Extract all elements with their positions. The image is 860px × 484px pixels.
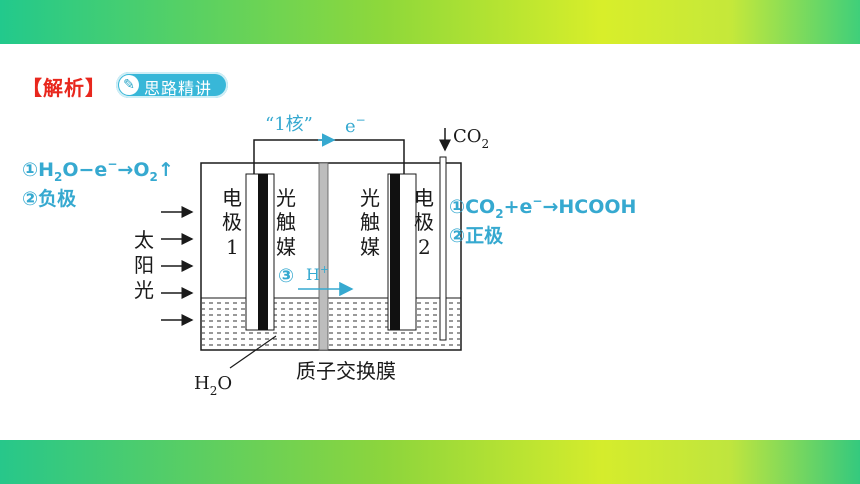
electrolyte-solution xyxy=(202,298,460,349)
sunlight-char-2: 阳 xyxy=(134,253,154,277)
electrode2-char-1: 电 xyxy=(414,186,434,210)
badge-label: 思路精讲 xyxy=(144,79,213,98)
anode-label: ②负极 xyxy=(22,187,77,210)
electron-label: e− xyxy=(345,113,366,137)
catalyst2-char-1: 光 xyxy=(360,186,380,210)
electrode2-char-2: 极 xyxy=(414,210,434,234)
catalyst2-char-3: 媒 xyxy=(360,235,380,259)
bottom-decorative-band xyxy=(0,440,860,484)
top-decorative-band xyxy=(0,0,860,44)
thinking-badge: ✎ 思路精讲 xyxy=(116,72,228,98)
catalyst2-char-2: 触 xyxy=(360,210,380,234)
membrane-label: 质子交换膜 xyxy=(296,359,396,383)
external-wire xyxy=(253,133,405,175)
catalyst1-char-2: 触 xyxy=(276,210,296,234)
co2-label: CO2 xyxy=(453,126,489,151)
electrolytic-cell xyxy=(200,162,462,351)
sunlight-char-3: 光 xyxy=(134,278,154,302)
catalyst1-char-3: 媒 xyxy=(276,235,296,259)
catalyst-2-plate xyxy=(390,174,400,330)
sunlight-arrows xyxy=(161,206,194,326)
proton-ion-label: H+ xyxy=(306,263,329,284)
sunlight-char-1: 太 xyxy=(134,228,154,252)
electrode2-char-3: 2 xyxy=(418,235,431,259)
co2-tube xyxy=(439,156,447,341)
water-label: H2O xyxy=(194,373,232,398)
analysis-heading: 【解析】 xyxy=(22,76,106,100)
anode-reaction: ①H2O−e−→O2↑ xyxy=(22,157,174,184)
electrode1-char-2: 极 xyxy=(222,210,242,234)
pencil-icon: ✎ xyxy=(119,75,139,95)
water-pointer-line xyxy=(229,335,277,369)
cathode-label: ②正极 xyxy=(449,224,504,247)
cathode-reaction: ①CO2+e−→HCOOH xyxy=(449,194,636,221)
proton-number: ③ xyxy=(278,265,294,287)
electrode1-char-3: 1 xyxy=(226,235,239,259)
proton-exchange-membrane xyxy=(318,162,329,351)
wire-core-label: “1核” xyxy=(265,114,313,135)
catalyst-1-plate xyxy=(258,174,268,330)
catalyst1-char-1: 光 xyxy=(276,186,296,210)
electrode1-char-1: 电 xyxy=(222,186,242,210)
